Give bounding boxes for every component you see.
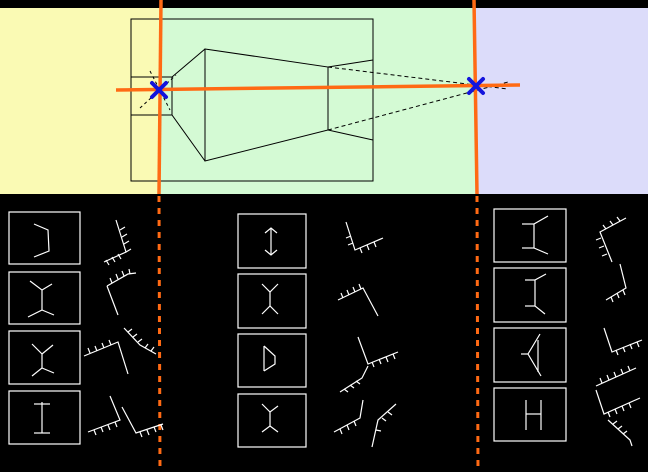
- boxed-glyph: [493, 208, 567, 263]
- left-column: [8, 211, 164, 445]
- boxed-glyph: [237, 333, 307, 388]
- boxed-glyph: [237, 213, 307, 269]
- top-panel: [0, 0, 648, 195]
- hatched-corner: [333, 399, 364, 435]
- boxed-glyph: [493, 267, 567, 323]
- boxed-glyph: [237, 393, 307, 448]
- hatched-corner: [83, 339, 129, 375]
- hatched-corner: [603, 327, 643, 356]
- room-edge-top-right: [327, 59, 374, 68]
- glyph-grid: [8, 208, 643, 448]
- dashed-ray-left-a: [149, 70, 171, 111]
- hatched-corner: [339, 365, 369, 393]
- hatched-corner: [337, 283, 379, 317]
- hatched-corner: [357, 336, 399, 368]
- boxed-glyph: [237, 273, 307, 329]
- boxed-glyph: [8, 330, 81, 385]
- hatched-corner: [595, 389, 641, 418]
- left-zone: [0, 8, 160, 194]
- right-zone: [475, 8, 648, 194]
- boxed-glyph: [493, 387, 567, 442]
- hatched-corner: [371, 403, 397, 448]
- hatched-corner: [121, 406, 164, 438]
- boxed-glyph: [8, 390, 81, 445]
- middle-zone: [160, 8, 475, 194]
- right-vanishing-point-marker: [467, 77, 485, 95]
- dashed-ray-right-top: [327, 66, 509, 90]
- hatched-corner: [607, 419, 633, 447]
- boxed-glyph: [8, 271, 81, 325]
- left-vanishing-point-marker: [150, 81, 168, 99]
- hatched-corner: [345, 221, 384, 254]
- boxed-glyph: [493, 327, 567, 383]
- left-vertical-line: [157, 0, 163, 195]
- room-edge-bottom-right: [327, 129, 374, 141]
- image-frame: [130, 18, 374, 182]
- horizon-line: [115, 83, 521, 92]
- hatched-corner: [605, 263, 627, 303]
- right-column: [493, 208, 643, 447]
- left-dashed-divider: [157, 195, 162, 472]
- hatched-corner: [595, 365, 637, 387]
- hatched-corner: [123, 327, 157, 355]
- right-vertical-line: [472, 0, 479, 195]
- hatched-corner: [106, 268, 137, 316]
- right-dashed-divider: [475, 195, 480, 472]
- hatched-corner: [87, 395, 121, 436]
- hatched-corner: [103, 219, 132, 266]
- middle-column: [237, 213, 399, 448]
- hatched-corner: [595, 216, 627, 263]
- boxed-glyph: [8, 211, 81, 265]
